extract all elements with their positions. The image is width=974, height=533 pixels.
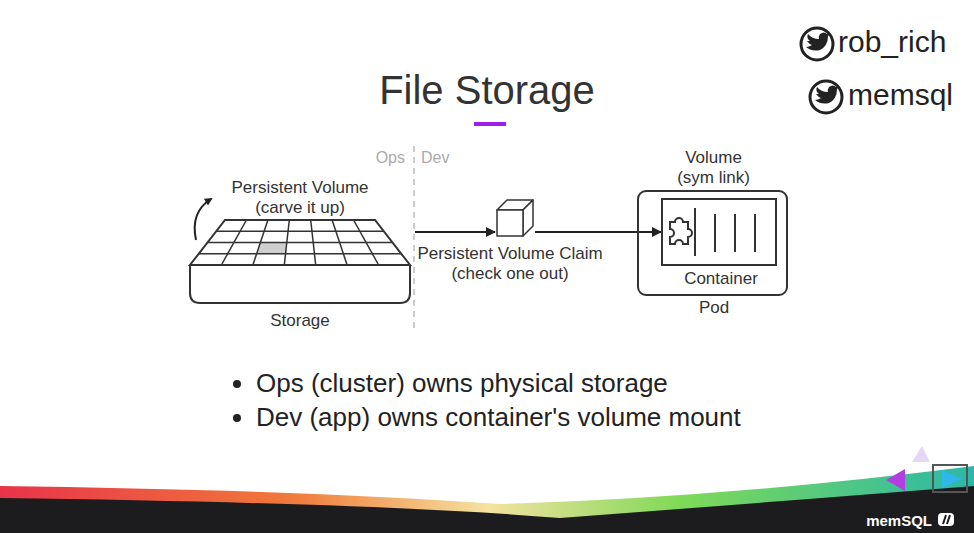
pod-box: ContainerVolume (sym link)Pod [637, 190, 788, 296]
pod-label: Pod [654, 298, 774, 318]
title: File Storage [0, 68, 974, 113]
storage-block: Persistent Volume (carve it up)Storage [185, 215, 415, 310]
title-underline [474, 122, 506, 126]
claim-label: Persistent Volume Claim (check one out) [405, 244, 615, 284]
container-volume [670, 208, 755, 256]
claim-cube: Persistent Volume Claim (check one out) [495, 198, 535, 238]
flow-arrow [415, 231, 495, 233]
divider-line [413, 146, 415, 332]
flow-arrow [535, 231, 661, 233]
zone-label: Ops [376, 149, 405, 167]
handle-text: rob_rich [838, 25, 946, 59]
bullet-list: Ops (cluster) owns physical storageDev (… [232, 366, 741, 434]
footer-band [0, 486, 974, 533]
container-box: Container [661, 198, 777, 266]
logo-text: memSQL [866, 512, 932, 529]
container-label: Container [663, 269, 779, 289]
storage-label: Storage [200, 311, 400, 331]
logo-mark [938, 513, 954, 526]
nav-next-frame [933, 465, 967, 492]
twitter-icon [801, 28, 833, 60]
nav-prev [886, 469, 905, 491]
nav-hint [912, 446, 930, 462]
volume-heading: Persistent Volume (carve it up) [220, 178, 380, 218]
storage-grid [190, 220, 410, 303]
volume-heading: Volume (sym link) [671, 148, 756, 188]
footer-swoosh [0, 466, 974, 533]
zone-label: Dev [421, 149, 449, 167]
cube-icon [497, 200, 533, 236]
bullet-point: Ops (cluster) owns physical storage [256, 366, 741, 400]
twitter-icon [810, 81, 842, 113]
handle-text: memsql [848, 78, 953, 112]
bullet-point: Dev (app) owns container's volume mount [256, 400, 741, 434]
nav-next [942, 470, 962, 488]
carve-arrow [195, 199, 211, 240]
